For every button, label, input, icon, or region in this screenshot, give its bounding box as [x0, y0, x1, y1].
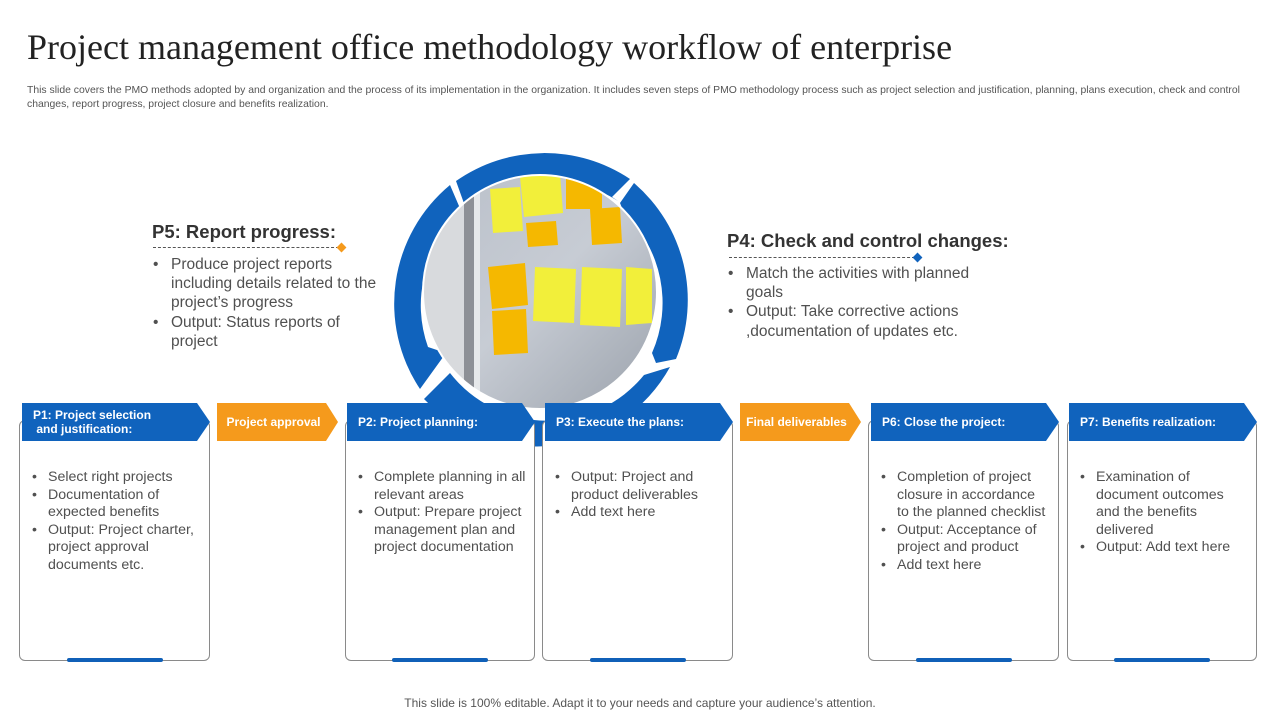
- step-header-label: P6: Close the project:: [882, 415, 1006, 429]
- list-item: Produce project reports including detail…: [151, 255, 387, 313]
- card-accent-bar: [66, 658, 163, 662]
- cycle-wheel: [394, 153, 688, 447]
- card-accent-bar: [915, 658, 1012, 662]
- step-header-p6: P6: Close the project:: [871, 403, 1059, 441]
- card-accent-bar: [1114, 658, 1210, 662]
- card-accent-bar: [589, 658, 686, 662]
- step-header-p1: P1: Project selection and justification:: [22, 403, 210, 441]
- connector-final-deliverables: Final deliverables: [740, 403, 861, 441]
- step-list: Complete planning in all relevant areas …: [356, 469, 526, 557]
- step-header-p7: P7: Benefits realization:: [1069, 403, 1257, 441]
- p5-marker: [336, 242, 347, 253]
- card-accent-bar: [392, 658, 488, 662]
- list-item: Add text here: [553, 504, 724, 522]
- footer-note: This slide is 100% editable. Adapt it to…: [404, 696, 876, 710]
- list-item: Examination of document outcomes and the…: [1078, 469, 1248, 539]
- p5-list: Produce project reports including detail…: [151, 255, 387, 351]
- list-item: Output: Add text here: [1078, 539, 1248, 557]
- p4-list: Match the activities with planned goals …: [726, 264, 986, 341]
- step-header-label: P7: Benefits realization:: [1080, 415, 1217, 429]
- list-item: Output: Acceptance of project and produc…: [879, 522, 1050, 557]
- list-item: Output: Prepare project management plan …: [356, 504, 526, 557]
- page-title: Project management office methodology wo…: [27, 27, 953, 67]
- step-list: Output: Project and product deliverables…: [553, 469, 724, 522]
- connector-project-approval: Project approval: [217, 403, 338, 441]
- sticky-notes-photo: [423, 175, 657, 409]
- step-card-p3: Output: Project and product deliverables…: [542, 420, 733, 662]
- step-header-label: P1: Project selection and justification:: [33, 408, 152, 436]
- list-item: Select right projects: [30, 469, 201, 487]
- connector-label: Final deliverables: [746, 415, 847, 429]
- list-item: Output: Take corrective actions ,documen…: [726, 302, 986, 340]
- list-item: Completion of project closure in accorda…: [879, 469, 1050, 522]
- ring-segment-right: [620, 183, 688, 363]
- list-item: Documentation of expected benefits: [30, 487, 201, 522]
- step-header-p3: P3: Execute the plans:: [545, 403, 733, 441]
- step-card-p6: Completion of project closure in accorda…: [868, 420, 1059, 662]
- connector-label: Project approval: [226, 415, 321, 429]
- step-header-p2: P2: Project planning:: [347, 403, 535, 441]
- list-item: Complete planning in all relevant areas: [356, 469, 526, 504]
- step-list: Select right projects Documentation of e…: [30, 469, 201, 575]
- p5-heading: P5: Report progress:: [152, 221, 337, 242]
- list-item: Output: Project and product deliverables: [553, 469, 724, 504]
- list-item: Match the activities with planned goals: [726, 264, 986, 302]
- p4-divider: [729, 257, 915, 258]
- p5-divider: [153, 247, 339, 248]
- step-list: Completion of project closure in accorda…: [879, 469, 1050, 575]
- ring-segment-left: [394, 185, 462, 389]
- step-card-p7: Examination of document outcomes and the…: [1067, 420, 1257, 662]
- list-item: Output: Project charter, project approva…: [30, 522, 201, 575]
- step-card-p2: Complete planning in all relevant areas …: [345, 420, 535, 662]
- step-card-p1: Select right projects Documentation of e…: [19, 420, 210, 662]
- step-header-label: P3: Execute the plans:: [556, 415, 685, 429]
- slide-description: This slide covers the PMO methods adopte…: [27, 85, 1240, 110]
- step-header-label: P2: Project planning:: [358, 415, 479, 429]
- list-item: Add text here: [879, 557, 1050, 575]
- p4-marker: [912, 252, 923, 263]
- list-item: Output: Status reports of project: [151, 313, 387, 351]
- step-list: Examination of document outcomes and the…: [1078, 469, 1248, 557]
- p4-heading: P4: Check and control changes:: [727, 230, 1009, 251]
